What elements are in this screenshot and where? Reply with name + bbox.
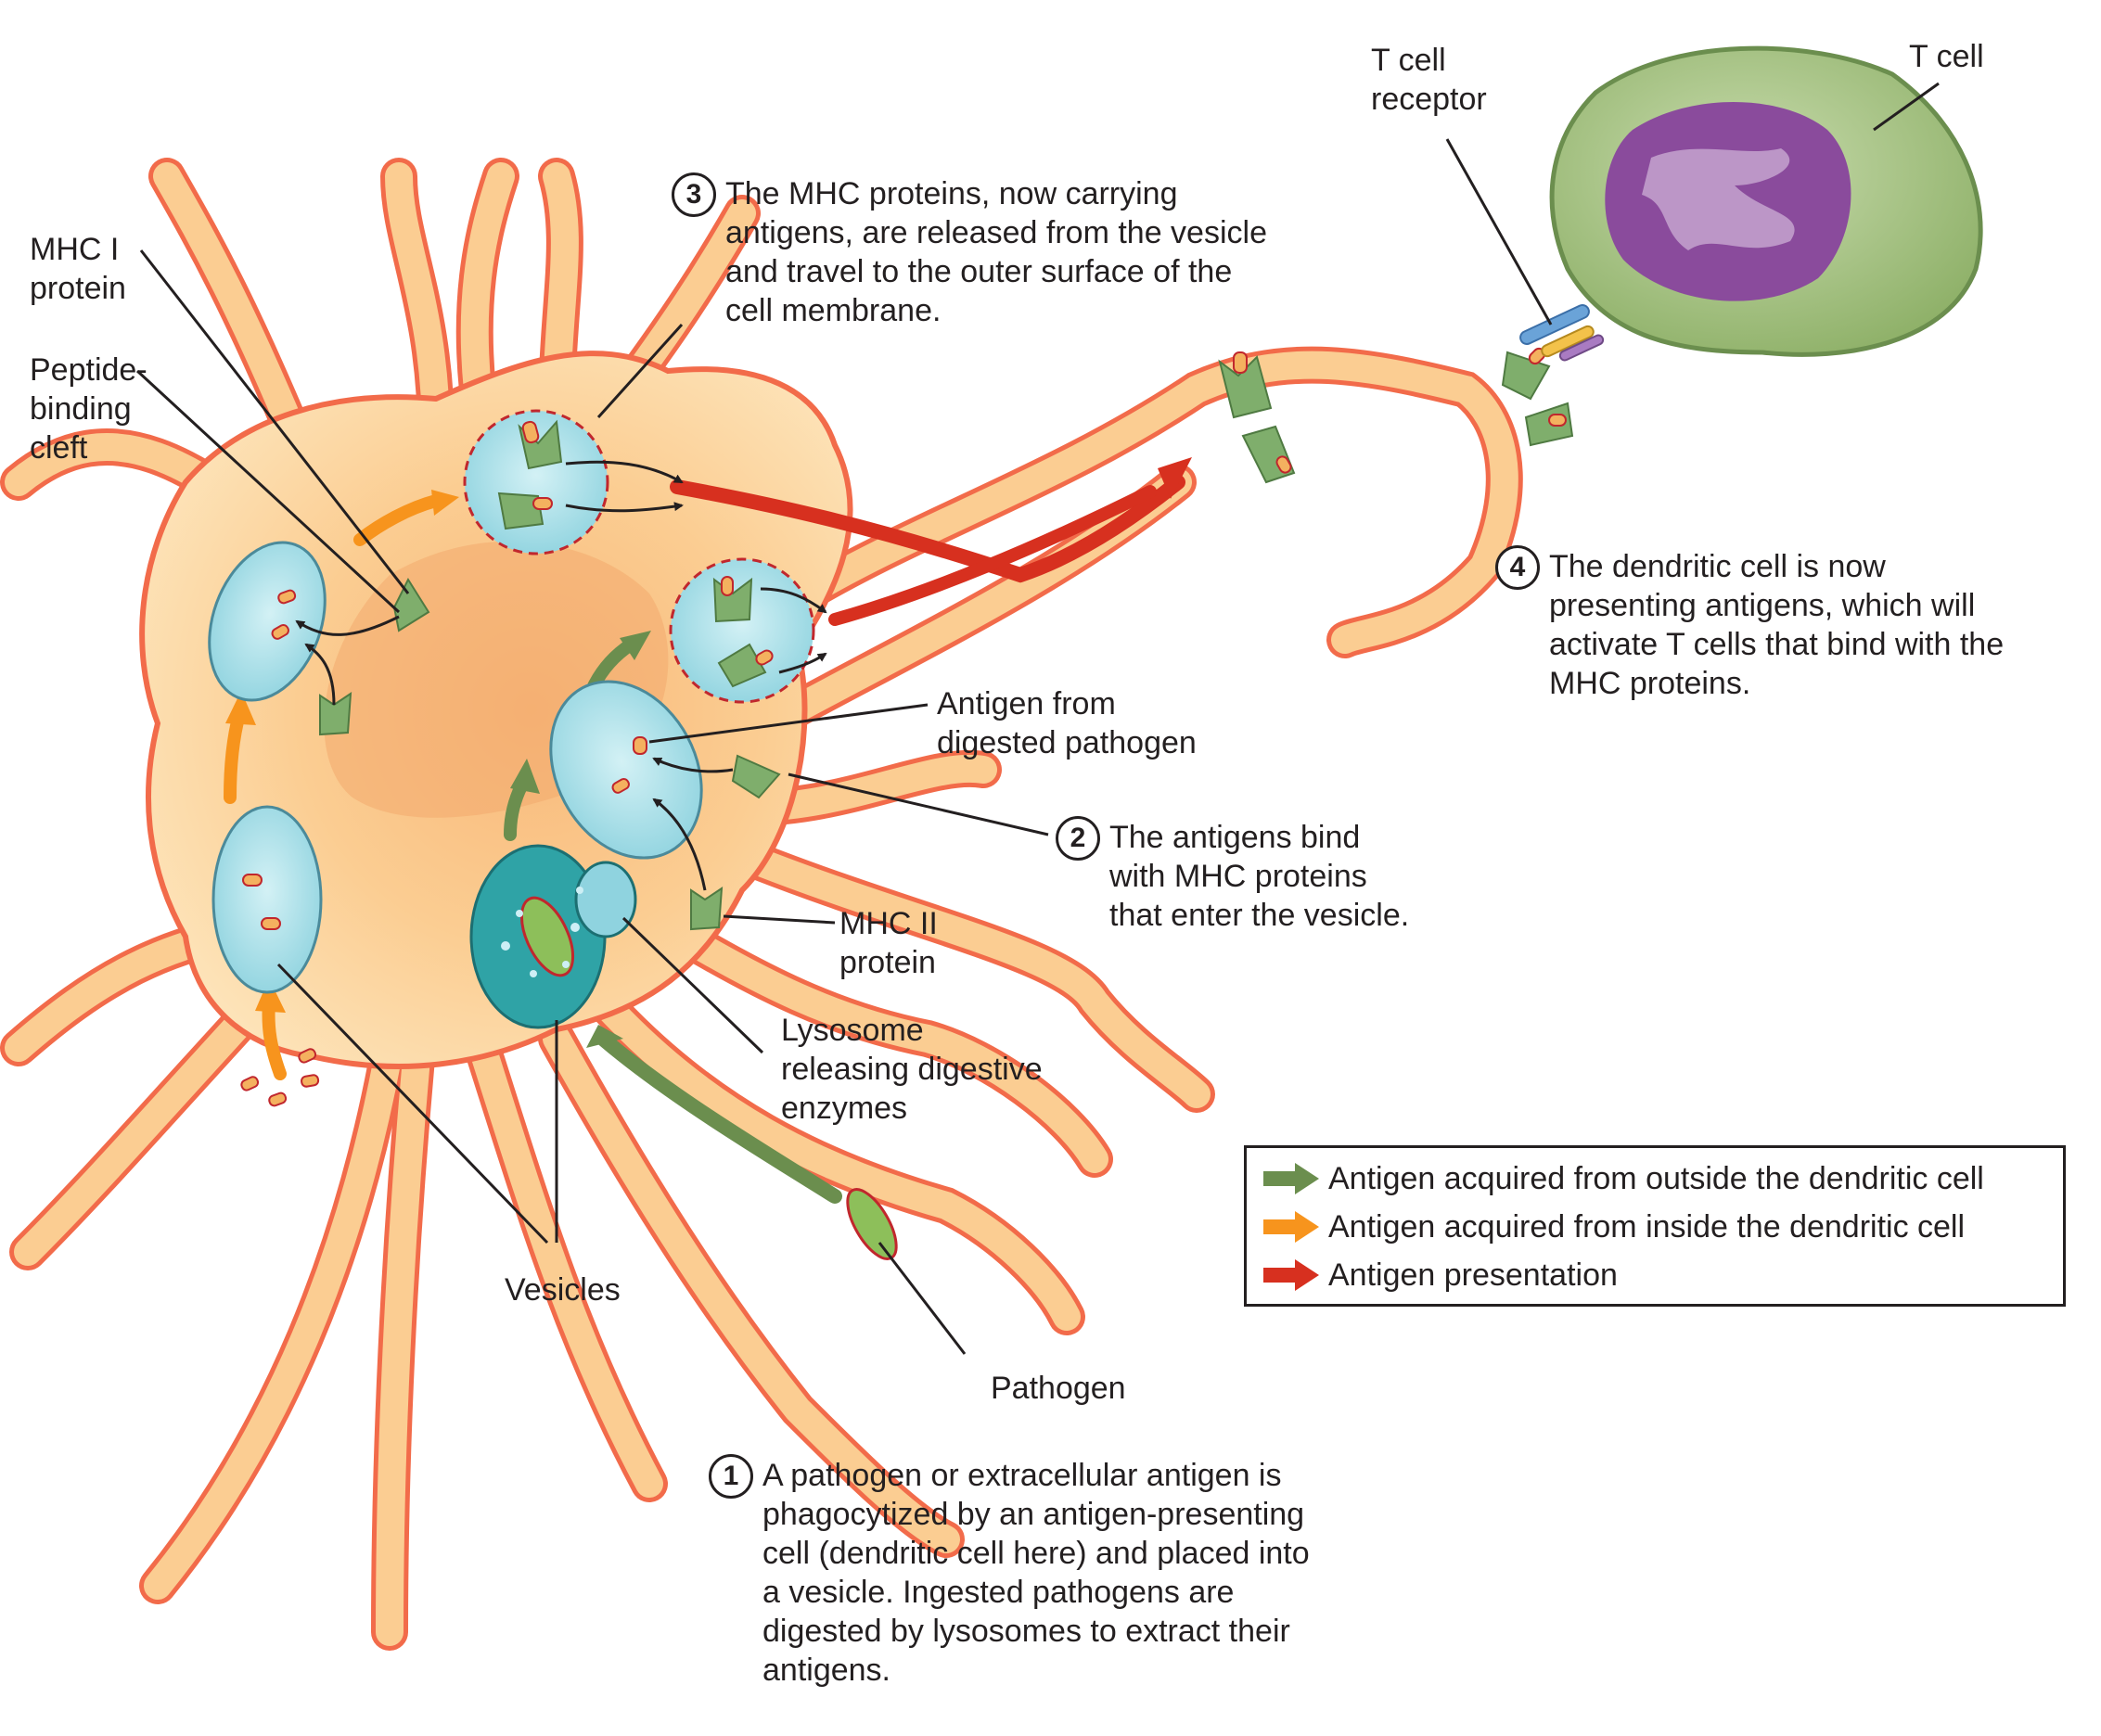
legend-label-presentation: Antigen presentation bbox=[1328, 1257, 1618, 1293]
mhc-proteins bbox=[319, 351, 1574, 931]
label-t-cell: T cell bbox=[1909, 39, 1984, 74]
step-3-text: The MHC proteins, now carrying antigens,… bbox=[725, 176, 1267, 328]
label-mhc1: MHC I protein bbox=[30, 232, 126, 306]
legend-arrow-orange-icon bbox=[1263, 1211, 1319, 1243]
label-mhc2: MHC II protein bbox=[839, 906, 938, 980]
label-t-cell-receptor: T cell receptor bbox=[1371, 43, 1487, 117]
label-peptide-cleft: Peptide- binding cleft bbox=[30, 352, 147, 466]
legend-label-inside: Antigen acquired from inside the dendrit… bbox=[1328, 1209, 1966, 1245]
step-1: 1 A pathogen or extracellular antigen is… bbox=[709, 1454, 1310, 1690]
label-antigen-digested: Antigen from digested pathogen bbox=[937, 686, 1197, 760]
step-4-number: 4 bbox=[1495, 545, 1540, 590]
legend-row-presentation: Antigen presentation bbox=[1263, 1256, 1618, 1295]
vesicle-left-upper bbox=[208, 541, 327, 702]
t-cell-receptor-yellow bbox=[1541, 325, 1595, 358]
legend-row-outside: Antigen acquired from outside the dendri… bbox=[1263, 1159, 1984, 1198]
process-arrows bbox=[224, 475, 1185, 1204]
label-vesicles: Vesicles bbox=[505, 1272, 621, 1308]
step-2: 2 The antigens bind with MHC proteins th… bbox=[1056, 816, 1410, 935]
step-1-text: A pathogen or extracellular antigen is p… bbox=[762, 1458, 1310, 1688]
step-2-number: 2 bbox=[1056, 816, 1100, 861]
label-pathogen: Pathogen bbox=[991, 1371, 1126, 1406]
small-black-arrows bbox=[295, 460, 827, 891]
legend-label-outside: Antigen acquired from outside the dendri… bbox=[1328, 1161, 1984, 1196]
step-4-text: The dendritic cell is now presenting ant… bbox=[1549, 549, 2005, 701]
step-1-number: 1 bbox=[709, 1454, 753, 1499]
pathogen-in-phagosome bbox=[519, 896, 575, 977]
t-cell-receptor-purple bbox=[1558, 334, 1605, 362]
lysosome bbox=[574, 861, 637, 938]
step-3: 3 The MHC proteins, now carrying antigen… bbox=[672, 172, 1267, 330]
process-arrowheads bbox=[225, 457, 1192, 1048]
mhc-bound-antigens bbox=[521, 347, 1567, 755]
leader-lines bbox=[135, 82, 1940, 1355]
antigen-particles bbox=[240, 589, 630, 1107]
step-3-number: 3 bbox=[672, 172, 716, 217]
legend-arrow-green-icon bbox=[1263, 1163, 1319, 1194]
legend: Antigen acquired from outside the dendri… bbox=[1244, 1145, 2066, 1307]
step-4: 4 The dendritic cell is now presenting a… bbox=[1495, 545, 2005, 703]
vesicle-release-bottom bbox=[669, 557, 815, 704]
vesicle-release-top bbox=[463, 409, 609, 555]
t-cell-receptor-blue bbox=[1519, 304, 1590, 345]
label-lysosome: Lysosome releasing digestive enzymes bbox=[781, 1013, 1043, 1126]
vesicles-group bbox=[208, 409, 815, 1029]
legend-arrow-red-icon bbox=[1263, 1259, 1319, 1291]
step-2-text: The antigens bind with MHC proteins that… bbox=[1109, 820, 1410, 933]
legend-row-inside: Antigen acquired from inside the dendrit… bbox=[1263, 1207, 1965, 1246]
vesicle-left-lower bbox=[211, 805, 323, 994]
t-cell bbox=[1519, 45, 1983, 362]
